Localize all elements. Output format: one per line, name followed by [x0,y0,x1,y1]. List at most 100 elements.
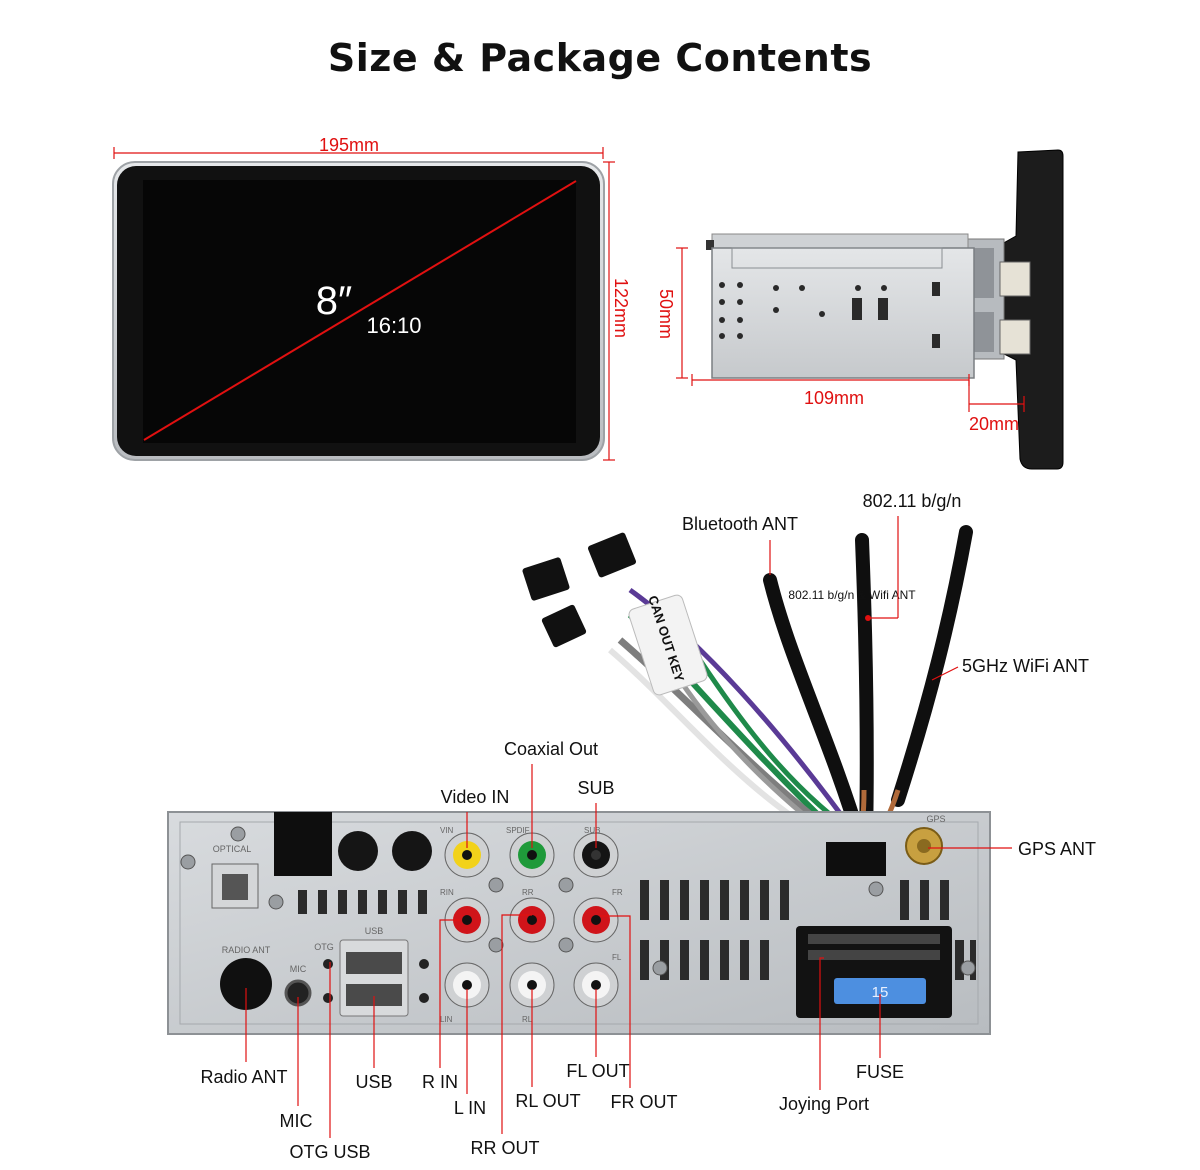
side-connector-lower [999,319,1031,355]
side-connector-upper [999,261,1031,297]
harness-labels: 802.11 b/g/n Bluetooth ANT 5GHz WiFi ANT [682,491,1089,681]
side-height-dimension: 50mm [656,289,676,339]
label-bluetooth-ant: Bluetooth ANT [682,514,798,534]
front-view: 8″ 16:10 195mm 122mm [112,135,631,461]
rca-jacks [444,832,619,1008]
mark-lin: LIN [440,1015,453,1024]
joying-pins [808,934,940,960]
side-chassis-holes [719,282,940,348]
mark-radio-ant: RADIO ANT [222,945,271,955]
small-hole-1 [323,959,333,969]
rca-rr-out [527,915,537,925]
leader-rr-out [501,914,532,1134]
side-screen-panel [999,149,1064,470]
side-chassis-top [711,233,969,249]
can-tag [628,594,708,696]
fuse-body [834,978,926,1004]
label-usb: USB [355,1072,392,1092]
fuse-value: 15 [872,984,889,1001]
rear-labels: Coaxial Out SUB Video IN GPS ANT Radio A… [200,739,1096,1162]
label-radio-ant: Radio ANT [200,1067,287,1087]
leader-wifi-5g [931,666,959,681]
screen-depth-dimension: 20mm [969,414,1019,434]
rear-panel: OPTICAL RADIO ANT MIC USB OTG [167,811,991,1035]
rca-r-in [462,915,472,925]
small-hole-2 [323,993,333,1003]
rca-marks: VIN SPDIF SUB RIN RR FR LIN RL FL [440,826,623,1024]
label-gps-ant: GPS ANT [1018,839,1096,859]
wiring-harness: CAN OUT KEY 802.11 b/g/n & Wifi ANT [522,525,973,849]
screen-size-label: 8″ [316,279,352,323]
diagonal-line [143,180,577,441]
side-bracket-lower [972,312,994,352]
side-chassis [711,247,975,379]
label-video-in: Video IN [441,787,510,807]
black-connector-block [274,812,332,876]
mark-rr: RR [522,888,534,897]
mark-vin: VIN [440,826,454,835]
rear-panel-inner [179,821,979,1025]
mark-gps: GPS [926,814,945,824]
side-view: 50mm 109mm 20mm [656,149,1064,470]
label-mic: MIC [280,1111,313,1131]
leader-wifi-top-dot [865,615,871,621]
side-depth-dimension: 109mm [804,388,864,408]
label-wifi-5g: 5GHz WiFi ANT [962,656,1089,676]
rca-rl-out [527,980,537,990]
height-dimension: 122mm [611,278,631,338]
leader-r-in [439,919,460,1068]
mark-spdif: SPDIF [506,826,530,835]
side-chassis-rail [731,247,943,269]
label-fr-out: FR OUT [611,1092,678,1112]
label-r-in: R IN [422,1072,458,1092]
small-hole-3 [419,959,429,969]
wifi5g-antenna-cable [891,525,973,807]
label-wifi-top: 802.11 b/g/n [863,491,962,511]
label-joying-port: Joying Port [779,1094,869,1114]
label-l-in: L IN [454,1098,486,1118]
rca-coaxial [527,850,537,860]
usb-port [346,984,402,1006]
page-title: Size & Package Contents [327,36,873,80]
label-rl-out: RL OUT [515,1091,580,1111]
label-coaxial-out: Coaxial Out [504,739,598,759]
rca-fl-out [591,980,601,990]
mark-otg: OTG [314,942,334,952]
rca-l-in [462,980,472,990]
mark-optical: OPTICAL [213,844,252,854]
side-bracket-upper [972,248,994,298]
small-hole-4 [419,993,429,1003]
wifi-inline-label: 802.11 b/g/n & Wifi ANT [788,588,916,602]
leader-joying [819,957,824,1090]
label-fuse: FUSE [856,1062,904,1082]
optical-port-inner [222,874,248,900]
round-port-2 [392,831,432,871]
rca-sub [591,850,601,860]
label-fl-out: FL OUT [566,1061,629,1081]
rca-fr-out [591,915,601,925]
aspect-ratio-label: 16:10 [366,313,421,338]
side-chassis-knob [706,240,714,250]
wifi-antenna-cable [855,533,874,847]
label-sub: SUB [577,778,614,798]
mark-fl: FL [612,953,622,962]
otg-usb-port [346,952,402,974]
rca-video-in [462,850,472,860]
label-otg-usb: OTG USB [289,1142,370,1162]
leader-fr-out [600,915,631,1088]
width-dimension: 195mm [319,135,379,155]
mark-sub: SUB [584,826,600,835]
mark-fr: FR [612,888,623,897]
panel-screws [180,826,976,976]
vent-slots [298,880,976,980]
mark-rin: RIN [440,888,454,897]
gps-ant-pin [917,839,931,853]
label-rr-out: RR OUT [471,1138,540,1158]
round-port-1 [338,831,378,871]
mark-rl: RL [522,1015,533,1024]
mark-mic: MIC [290,964,307,974]
mark-usb: USB [365,926,384,936]
harness-socket [826,842,886,876]
